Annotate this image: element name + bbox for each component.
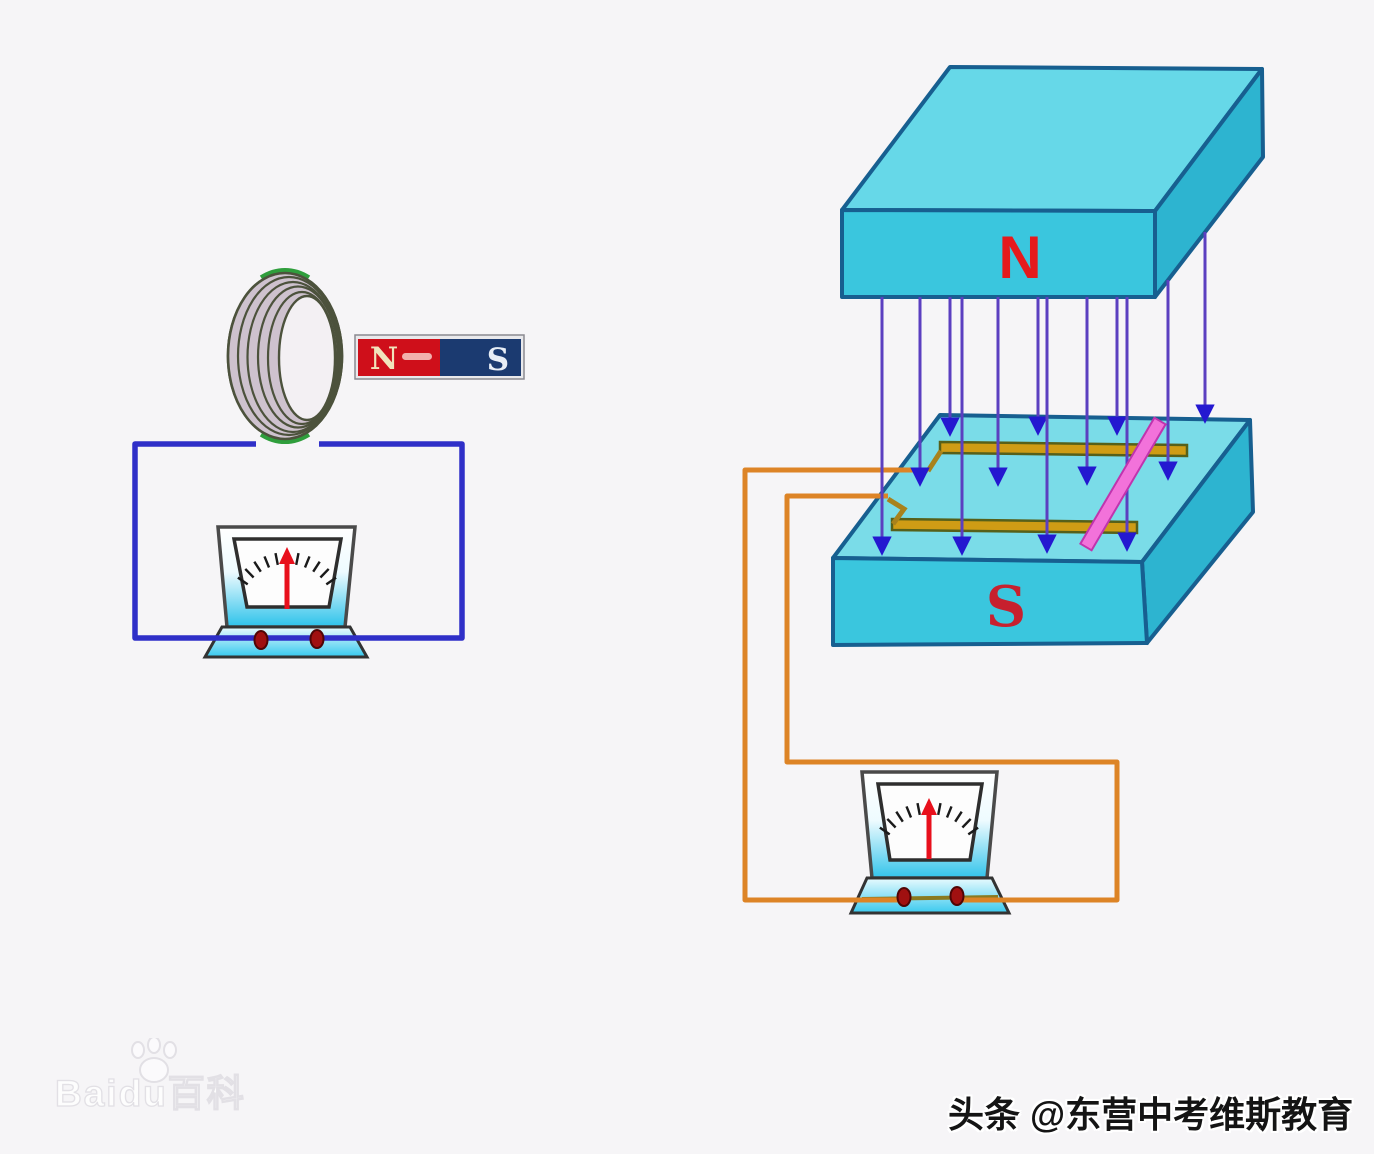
bar-magnet-south-label: S: [487, 342, 509, 378]
galvanometer-terminal-right: [949, 886, 965, 906]
top-magnet-front-face: [840, 208, 1157, 299]
blue-circuit-wire: [132, 441, 465, 641]
orange-wire-inner: [784, 493, 1120, 903]
rail-back: [938, 440, 1189, 458]
sliding-conductor-rod: [1079, 416, 1167, 552]
galvanometer-terminal-right: [309, 629, 325, 649]
rail-back-connector: [925, 449, 944, 473]
left-experiment: N S: [132, 267, 525, 659]
galvanometer-right: [848, 770, 1012, 915]
bottom-magnet-label: S: [986, 574, 1026, 640]
galvanometer-left: [202, 525, 370, 659]
top-magnet-north-pole: [840, 65, 1265, 299]
galvanometer-base: [202, 625, 370, 659]
orange-wire-outer: [742, 467, 928, 903]
coil-inner-hole: [277, 294, 337, 422]
baidu-paw-icon: [131, 1038, 177, 1083]
bar-magnet-north-label: N: [370, 341, 398, 377]
rail-front: [890, 517, 1139, 535]
needle-arrow-tip: [921, 798, 937, 815]
magnetic-field-lines: [872, 232, 1215, 556]
right-experiment: N S: [742, 65, 1265, 915]
induction-coil: [226, 267, 344, 445]
galvanometer-terminal-left: [253, 630, 269, 650]
bar-magnet-shine: [402, 353, 432, 360]
bottom-magnet-front-face: [831, 556, 1149, 647]
bar-magnet-south-half: [440, 339, 521, 376]
top-magnet-label: N: [998, 224, 1041, 291]
galvanometer-terminal-left: [896, 887, 912, 907]
needle-arrow-tip: [279, 547, 295, 564]
rail-front-connector: [886, 496, 908, 526]
orange-circuit-wires: [742, 449, 1120, 903]
credit-watermark: 头条 @东营中考维斯教育: [948, 1094, 1354, 1135]
bar-magnet: N S: [354, 334, 525, 380]
